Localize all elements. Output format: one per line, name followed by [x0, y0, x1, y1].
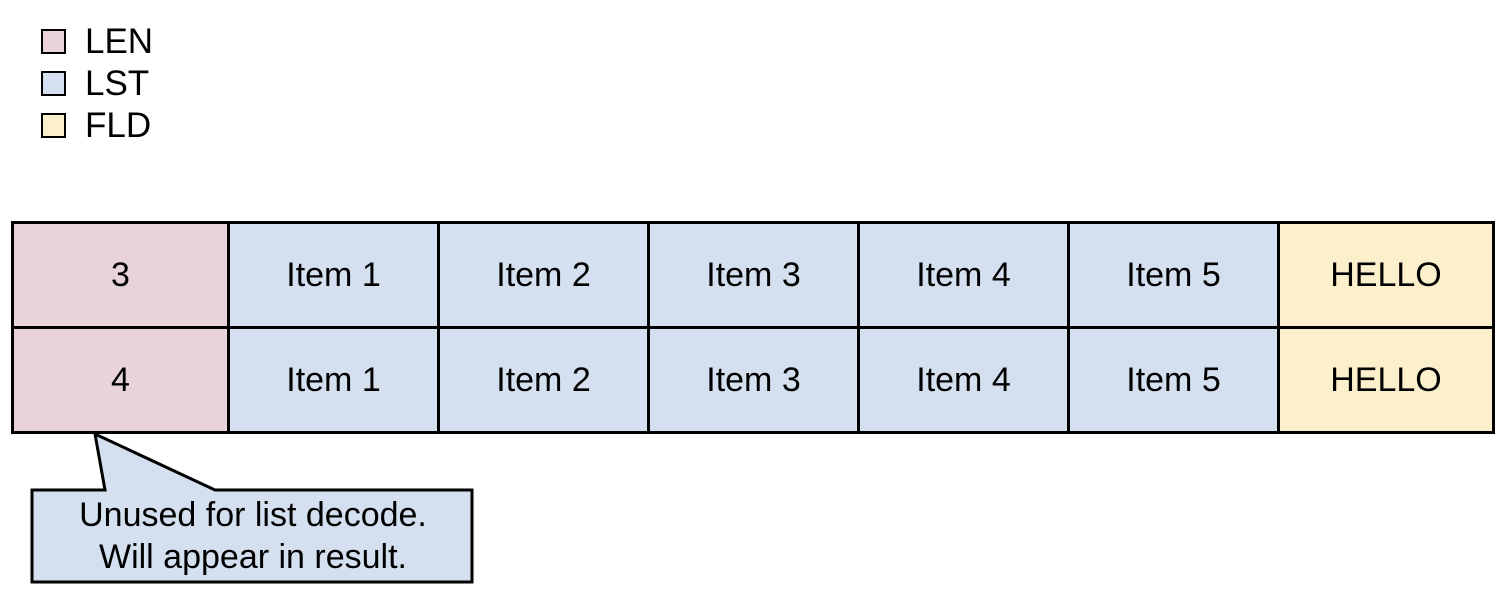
cell-fld-row1: HELLO	[1277, 224, 1492, 326]
cell-list-item-5-row1: Item 5	[1067, 224, 1277, 326]
cell-fld-row2: HELLO	[1277, 329, 1492, 431]
legend-swatch-icon-lst	[41, 70, 66, 96]
legend-label-len: LEN	[85, 21, 154, 61]
legend-swatch-icon-len	[41, 28, 66, 54]
legend-swatch-icon-fld	[41, 112, 66, 138]
cell-list-item-4-row1: Item 4	[857, 224, 1067, 326]
cell-list-item-2-row2: Item 2	[437, 329, 647, 431]
table-row: 4 Item 1 Item 2 Item 3 Item 4 Item 5 HEL…	[14, 326, 1492, 431]
legend-item-len: LEN	[41, 20, 153, 62]
legend: LEN LST FLD	[41, 20, 153, 146]
cell-list-item-1-row1: Item 1	[227, 224, 437, 326]
cell-len-row2: 4	[14, 329, 227, 431]
structure-table: 3 Item 1 Item 2 Item 3 Item 4 Item 5 HEL…	[11, 221, 1495, 434]
cell-list-item-3-row2: Item 3	[647, 329, 857, 431]
cell-list-item-3-row1: Item 3	[647, 224, 857, 326]
cell-list-item-5-row2: Item 5	[1067, 329, 1277, 431]
legend-label-fld: FLD	[85, 105, 152, 145]
cell-list-item-1-row2: Item 1	[227, 329, 437, 431]
legend-item-lst: LST	[41, 62, 153, 104]
cell-len-row1: 3	[14, 224, 227, 326]
callout-annotation	[0, 425, 500, 600]
cell-list-item-4-row2: Item 4	[857, 329, 1067, 431]
table-row: 3 Item 1 Item 2 Item 3 Item 4 Item 5 HEL…	[14, 224, 1492, 326]
cell-list-item-2-row1: Item 2	[437, 224, 647, 326]
legend-item-fld: FLD	[41, 104, 153, 146]
legend-label-lst: LST	[85, 63, 150, 103]
callout-bubble-shape	[30, 431, 474, 584]
callout-bubble-path	[30, 431, 474, 584]
